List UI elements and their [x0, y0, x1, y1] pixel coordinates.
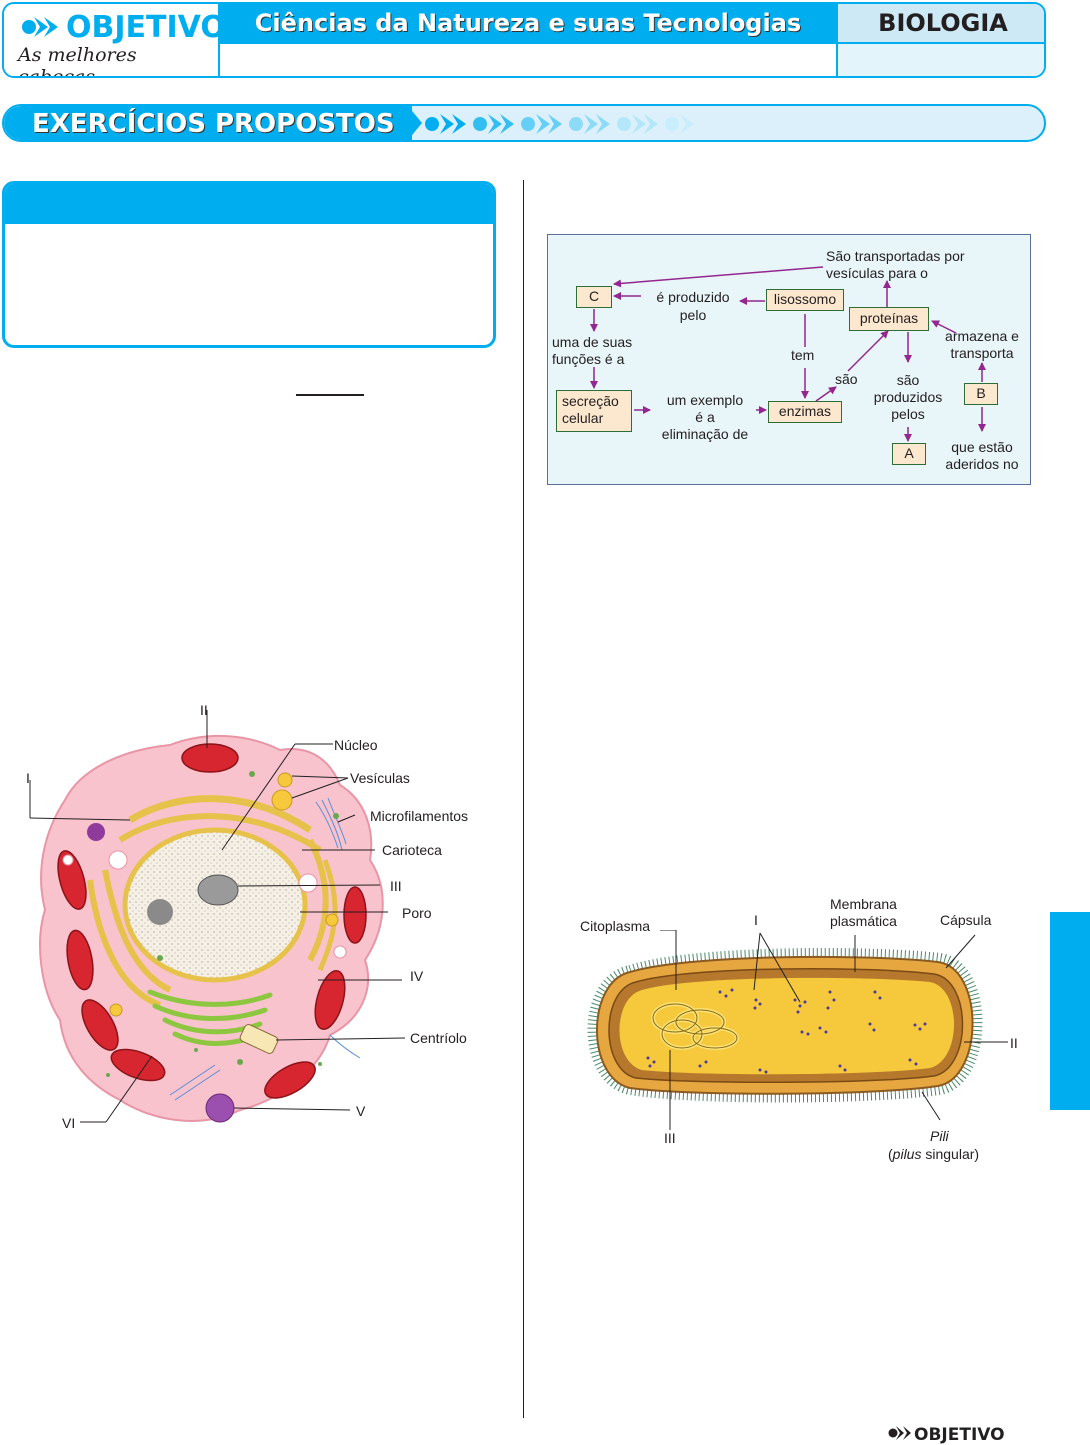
- concept-map: São transportadas por vesículas para o C…: [547, 234, 1031, 485]
- concept-map-arrows: [590, 266, 986, 442]
- footer-brand: OBJETIVO: [914, 1425, 1005, 1445]
- cell-label-nucleo: Núcleo: [334, 737, 378, 753]
- pilus-open-paren: (: [888, 1146, 893, 1162]
- bact-label-membrana-2: plasmática: [830, 913, 897, 929]
- cm-aderidos-1: que estão: [951, 439, 1013, 455]
- answer-blank-line: [296, 394, 364, 396]
- bact-label-i: I: [754, 912, 758, 928]
- cm-secrecao-line-2: celular: [562, 410, 604, 426]
- cm-pelos-2: produzidos: [873, 389, 943, 405]
- bact-label-pili: Pili: [930, 1128, 949, 1144]
- cm-functions-2: funções é a: [552, 351, 625, 367]
- footer-logo-icon: [888, 1426, 911, 1440]
- banner-arrow-tip: [408, 106, 422, 140]
- vesicles: [62, 772, 347, 1123]
- microfilaments: [169, 797, 361, 1101]
- cm-pelos-1: são: [896, 372, 920, 388]
- bact-label-membrana-1: Membrana: [830, 896, 897, 912]
- banner-label-bg: [4, 106, 412, 140]
- page-header: OBJETIVO As melhores cabeças Ciências da…: [2, 2, 1046, 78]
- column-divider: [523, 180, 524, 1418]
- cell-label-vi: VI: [62, 1115, 76, 1131]
- bact-label-citoplasma: Citoplasma: [580, 918, 651, 934]
- section-banner: EXERCÍCIOS PROPOSTOS: [2, 104, 1046, 142]
- cell-label-poro: Poro: [402, 905, 432, 921]
- side-tab: [1050, 912, 1090, 1110]
- nucleolus: [197, 874, 239, 906]
- animal-cell-diagram: [29, 710, 406, 1123]
- cm-tem: tem: [791, 347, 815, 363]
- banner-title: EXERCÍCIOS PROPOSTOS: [32, 109, 395, 139]
- header-title: Ciências da Natureza e suas Tecnologias: [220, 4, 836, 42]
- question-box-header: [5, 184, 493, 224]
- chromatin: [147, 899, 173, 925]
- cm-example-1: um exemplo: [666, 392, 744, 408]
- cell-label-v: V: [356, 1103, 366, 1119]
- header-blank-field: [220, 42, 836, 76]
- cm-box-c: C: [576, 286, 612, 308]
- bact-label-iii: III: [664, 1130, 676, 1146]
- cm-box-enzimas: enzimas: [768, 401, 842, 423]
- cm-transport-text-2: vesículas para o: [826, 265, 928, 281]
- cell-label-ii: II: [200, 702, 208, 718]
- chevron-decoration-icon: [425, 114, 694, 134]
- cm-armazena-1: armazena e: [945, 328, 1019, 344]
- cm-sao: são: [835, 371, 858, 387]
- cell-label-iv: IV: [410, 968, 424, 984]
- bact-label-ii: II: [1010, 1035, 1018, 1051]
- ribosome-dots: [106, 771, 339, 1077]
- cm-box-proteinas: proteínas: [849, 307, 929, 331]
- cm-produced-by-2: pelo: [679, 307, 707, 323]
- cm-secrecao-line-1: secreção: [562, 393, 619, 409]
- logo-slogan: As melhores cabeças: [18, 44, 137, 78]
- subject-blank-field: [836, 42, 1044, 76]
- mitochondria: [57, 743, 367, 1099]
- objetivo-logo-icon: [22, 17, 58, 37]
- cell-label-carioteca: Carioteca: [382, 842, 442, 858]
- question-box: [2, 181, 496, 348]
- cm-produced-by-1: é produzido: [656, 289, 730, 305]
- cell-label-vesiculas: Vesículas: [350, 770, 410, 786]
- cm-example-3: eliminação de: [661, 426, 749, 442]
- logo-wordmark: OBJETIVO: [66, 10, 226, 45]
- cm-example-2: é a: [695, 409, 715, 425]
- cm-transport-text-1: São transportadas por: [826, 248, 965, 264]
- subject-label: BIOLOGIA: [836, 4, 1044, 42]
- cm-box-secrecao: secreção celular: [556, 390, 632, 432]
- centriole: [239, 1024, 279, 1054]
- pilus-word: pilus: [892, 1146, 922, 1162]
- bacterium-cytoplasm: [619, 977, 954, 1075]
- cm-aderidos-2: aderidos no: [945, 456, 1019, 472]
- cell-label-microfilamentos: Microfilamentos: [370, 808, 469, 824]
- cm-box-b: B: [964, 383, 998, 405]
- brand-logo: OBJETIVO As melhores cabeças: [4, 4, 226, 78]
- cell-label-centriolo: Centríolo: [410, 1030, 467, 1046]
- bacterium-ribosomes: [646, 988, 927, 1074]
- cell-label-iii: III: [390, 878, 402, 894]
- cm-functions-1: uma de suas: [552, 334, 633, 350]
- cm-box-a: A: [892, 443, 926, 465]
- cm-armazena-2: transporta: [950, 345, 1014, 361]
- cm-pelos-3: pelos: [891, 406, 925, 422]
- cell-label-i: I: [26, 770, 30, 786]
- pilus-rest: singular): [921, 1146, 980, 1162]
- bacterium-diagram: [587, 930, 1008, 1130]
- bact-label-capsula: Cápsula: [940, 912, 992, 928]
- bact-label-pilus-singular: (pilus singular): [888, 1146, 979, 1162]
- cm-box-lisossomo: lisossomo: [766, 289, 844, 311]
